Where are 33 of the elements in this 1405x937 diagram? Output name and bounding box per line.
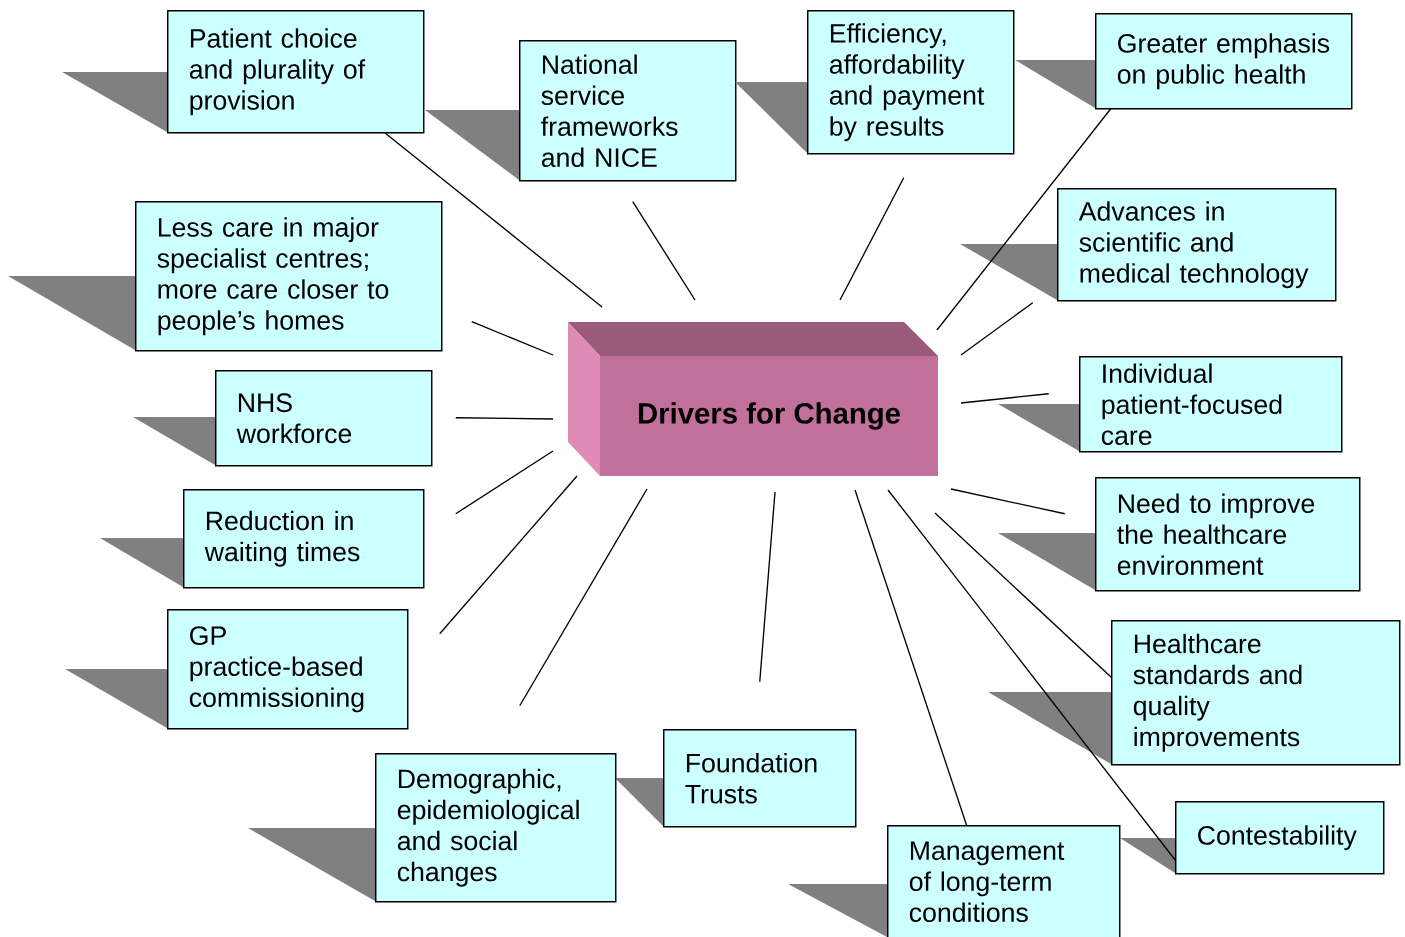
hub-box: Drivers for Change — [568, 322, 938, 476]
connector-line — [519, 488, 648, 707]
connector-line — [950, 488, 1066, 515]
connector-line — [887, 489, 1177, 862]
connector-line — [839, 177, 905, 301]
connector-line — [960, 302, 1034, 356]
connector-line — [455, 450, 554, 515]
connector-line — [632, 201, 696, 301]
connector-line — [934, 512, 1113, 679]
driver-box: Efficiency, affordability and payment by results — [735, 10, 1015, 155]
driver-box: Foundation Trusts — [615, 729, 857, 828]
driver-box: Greater emphasis on public health — [1015, 13, 1353, 110]
driver-box: Patient choice and plurality of provision — [62, 10, 425, 134]
connector-line — [854, 489, 968, 827]
connector-line — [471, 321, 554, 356]
driver-box: NHS workforce — [133, 370, 433, 467]
driver-box: Advances in scientific and medical technology — [960, 188, 1337, 302]
connector-line — [960, 393, 1050, 404]
driver-box: National service frameworks and NICE — [425, 40, 737, 182]
driver-box: Management of long-term conditions — [788, 825, 1121, 937]
driver-box: GP practice-based commissioning — [65, 609, 409, 730]
driver-box: Contestability — [1120, 801, 1385, 875]
connector-line — [936, 108, 1112, 331]
driver-box: Demographic, epidemiological and social changes — [248, 753, 617, 903]
connector-line — [455, 417, 554, 420]
driver-box: Less care in major specialist centres; more care closer to people’s homes — [8, 201, 443, 352]
driver-box: Individual patient-focused care — [998, 356, 1343, 453]
connector-line — [439, 475, 578, 635]
driver-box: Healthcare standards and quality improvements — [988, 620, 1401, 766]
driver-box: Reduction in waiting times — [100, 489, 425, 589]
driver-box: Need to improve the healthcare environment — [998, 477, 1361, 592]
connector-line — [384, 132, 603, 308]
connector-line — [759, 491, 776, 683]
